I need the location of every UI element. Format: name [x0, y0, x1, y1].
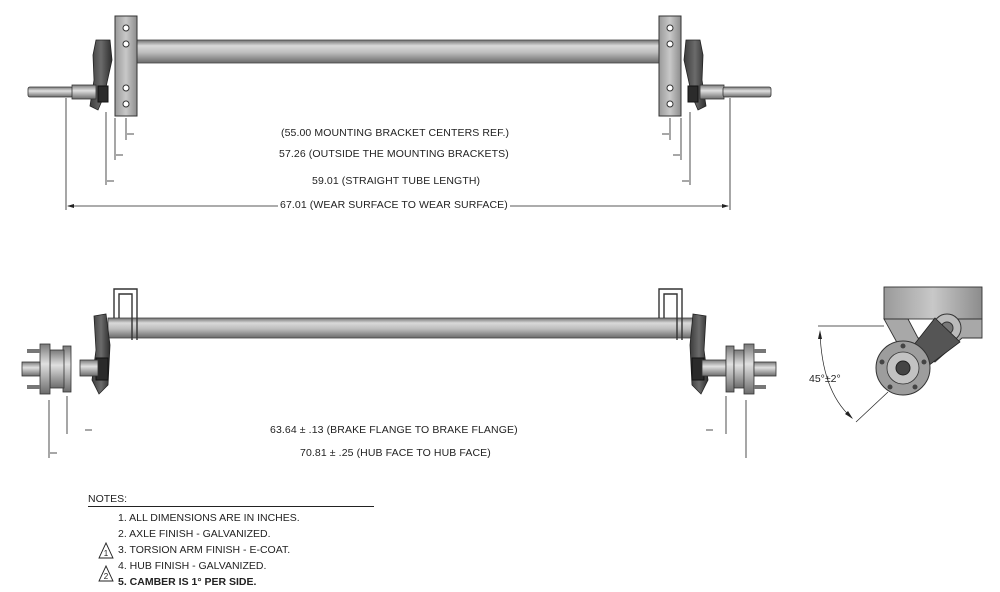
note-flag-1-text: 1	[104, 549, 109, 558]
note-item-5: 5. CAMBER IS 1° PER SIDE.	[118, 576, 257, 588]
dim-bracket-centers: (55.00 MOUNTING BRACKET CENTERS REF.)	[279, 127, 512, 139]
left-spindle	[27, 86, 74, 98]
right-spindle	[722, 86, 772, 98]
dim-tube-length: 59.01 (STRAIGHT TUBE LENGTH)	[310, 175, 483, 187]
left-front-bracket	[113, 288, 138, 340]
side-view	[818, 286, 983, 423]
right-mounting-bracket	[658, 15, 682, 117]
left-hub-face	[39, 343, 51, 395]
note-flag-2-icon	[98, 564, 114, 582]
angle-arc	[819, 331, 853, 419]
left-mounting-bracket	[114, 15, 138, 117]
right-front-bracket	[658, 288, 683, 340]
dim-outside-brackets: 57.26 (OUTSIDE THE MOUNTING BRACKETS)	[277, 148, 511, 160]
side-bracket-plate	[883, 286, 983, 320]
axle-tube	[136, 39, 660, 64]
note-flag-2-text: 2	[104, 572, 109, 581]
top-view-arrowheads	[67, 204, 729, 208]
note-item-3: 3. TORSION ARM FINISH - E-COAT.	[118, 544, 291, 556]
notes-header: NOTES:	[88, 493, 374, 507]
note-item-2: 2. AXLE FINISH - GALVANIZED.	[118, 528, 271, 540]
angle-label: 45°±2°	[809, 373, 841, 385]
note-item-4: 4. HUB FINISH - GALVANIZED.	[118, 560, 267, 572]
dim-brake-flange: 63.64 ± .13 (BRAKE FLANGE TO BRAKE FLANG…	[268, 424, 520, 436]
front-view-axle	[21, 288, 777, 395]
dim-wear-surface: 67.01 (WEAR SURFACE TO WEAR SURFACE)	[278, 199, 510, 211]
note-item-1: 1. ALL DIMENSIONS ARE IN INCHES.	[118, 512, 300, 524]
dim-hub-face: 70.81 ± .25 (HUB FACE TO HUB FACE)	[298, 447, 493, 459]
note-flag-1-icon	[98, 541, 114, 559]
right-hub-face	[743, 343, 755, 395]
front-view-dimension-lines	[48, 396, 747, 458]
right-brake-flange	[725, 345, 735, 393]
top-view-axle	[27, 15, 772, 117]
note-flags	[98, 541, 114, 582]
